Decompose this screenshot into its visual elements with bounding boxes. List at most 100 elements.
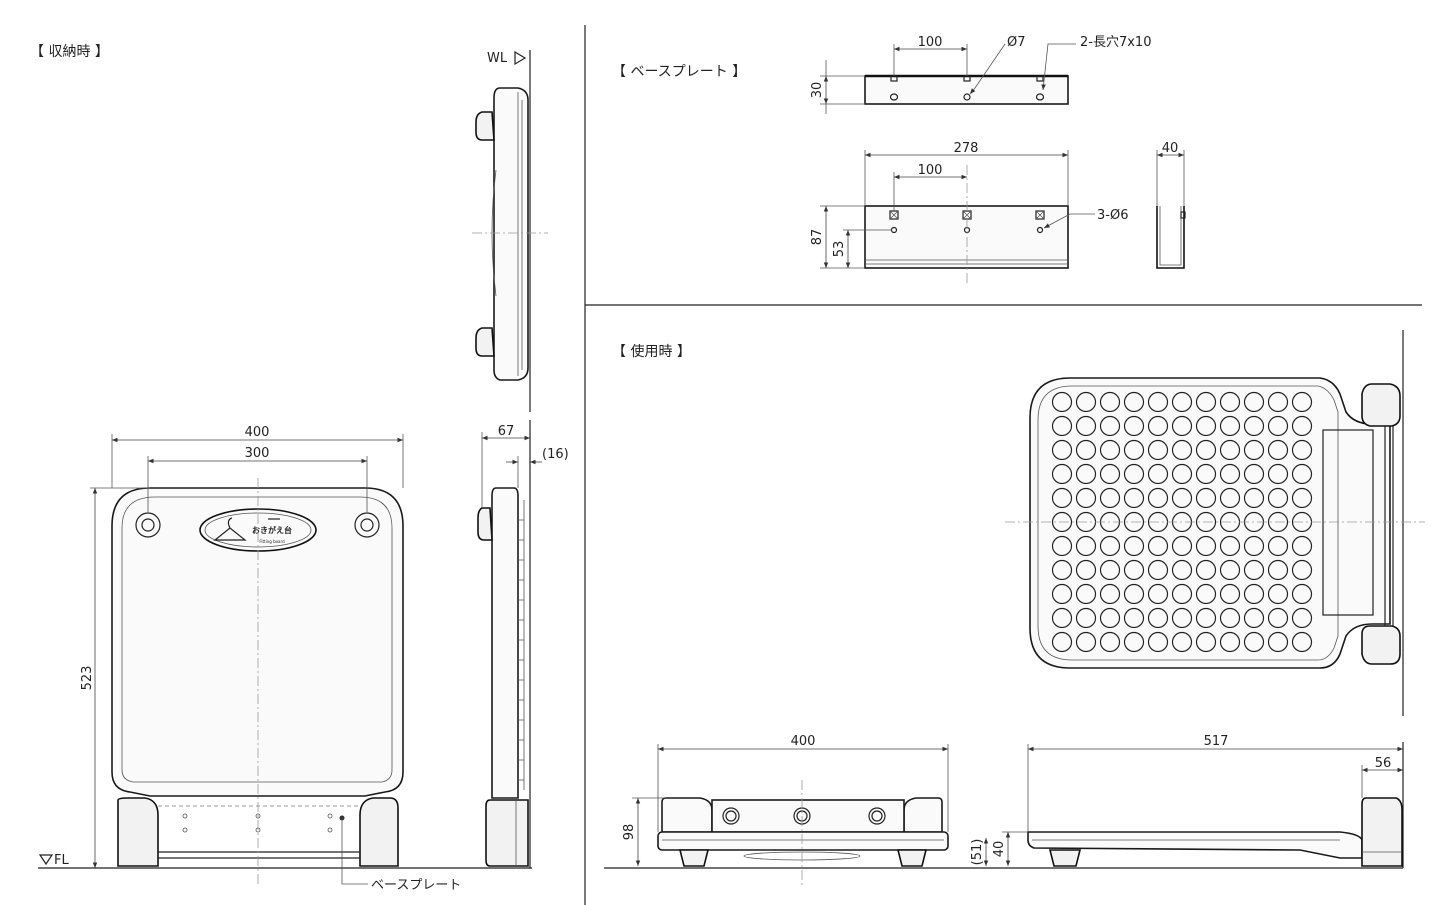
perforation-hole — [1243, 463, 1265, 485]
perforation-hole — [1195, 415, 1217, 437]
dim-storage-depth: 67 — [498, 424, 515, 439]
perforation-hole — [1123, 583, 1145, 605]
perforation-hole — [1075, 463, 1097, 485]
perforation-hole — [1171, 487, 1193, 509]
dim-use-bracket: 56 — [1375, 756, 1392, 771]
perforation-hole — [1219, 535, 1241, 557]
dim-use-width: 400 — [791, 734, 816, 749]
perforation-hole — [1219, 583, 1241, 605]
perforation-hole — [1243, 391, 1265, 413]
wall-marker-icon — [514, 50, 527, 66]
perforation-hole — [1243, 559, 1265, 581]
perforation-hole — [1075, 391, 1097, 413]
perforation-hole — [1219, 631, 1241, 653]
perforation-hole — [1147, 391, 1169, 413]
perforation-hole — [1219, 391, 1241, 413]
perforation-hole — [1267, 439, 1289, 461]
perforation-hole — [1171, 391, 1193, 413]
perforation-hole — [1267, 511, 1289, 533]
section-title-in-use: 【 使用時 】 — [612, 343, 691, 360]
perforation-hole — [1243, 535, 1265, 557]
perforation-hole — [1075, 535, 1097, 557]
perforation-hole — [1195, 607, 1217, 629]
perforation-hole — [1243, 439, 1265, 461]
perforation-hole — [1123, 631, 1145, 653]
perforation-hole — [1171, 583, 1193, 605]
perforation-hole — [1099, 631, 1121, 653]
perforation-hole — [1219, 487, 1241, 509]
perforation-hole — [1051, 607, 1073, 629]
perforation-hole — [1147, 607, 1169, 629]
perforation-hole — [1171, 463, 1193, 485]
perforation-hole — [1123, 439, 1145, 461]
perforation-hole — [1099, 607, 1121, 629]
perforation-hole — [1291, 487, 1313, 509]
section-title-storage: 【 収納時 】 — [30, 44, 109, 60]
dim-storage-depth-offset: (16) — [542, 447, 569, 462]
dim-bp-slot: 2-長穴7x10 — [1080, 35, 1151, 50]
perforation-hole — [1267, 415, 1289, 437]
perforation-hole — [1147, 535, 1169, 557]
perforation-hole — [1099, 535, 1121, 557]
dim-use-surface-height: 40 — [992, 841, 1007, 858]
perforation-hole — [1291, 415, 1313, 437]
perforation-hole — [1267, 463, 1289, 485]
perforation-hole — [1219, 415, 1241, 437]
perforation-hole — [1243, 631, 1265, 653]
dim-use-height: 98 — [622, 824, 637, 841]
in-use-front-view: 400 98 — [604, 734, 1403, 885]
perforation-hole — [1195, 631, 1217, 653]
perforation-hole — [1147, 487, 1169, 509]
dim-storage-height: 523 — [80, 666, 95, 691]
hanger-icon — [213, 517, 247, 541]
perforation-hole — [1075, 487, 1097, 509]
dim-bp-front-holes: 3-Ø6 — [1097, 208, 1128, 223]
perforation-hole — [1267, 559, 1289, 581]
perforation-hole — [1195, 487, 1217, 509]
perforation-hole — [1243, 607, 1265, 629]
base-plate-leader-label: ベースプレート — [371, 878, 461, 893]
perforation-hole — [1291, 583, 1313, 605]
perforation-hole — [1123, 535, 1145, 557]
storage-front-view: おきがえ台 Fitting board 400 300 523 — [38, 425, 532, 893]
perforation-hole — [1123, 511, 1145, 533]
dim-use-surface-offset: (51) — [970, 839, 985, 866]
perforation-hole — [1171, 415, 1193, 437]
perforation-hole — [1123, 559, 1145, 581]
dim-bp-hole-height: 53 — [832, 241, 847, 258]
perforation-hole — [1051, 583, 1073, 605]
perforation-hole — [1099, 463, 1121, 485]
perforation-hole — [1267, 607, 1289, 629]
perforation-hole — [1267, 583, 1289, 605]
perforation-hole — [1075, 559, 1097, 581]
perforation-hole — [1291, 391, 1313, 413]
storage-side-view-bottom: 67 (16) — [477, 420, 569, 868]
perforation-hole — [1147, 463, 1169, 485]
perforation-hole — [1267, 535, 1289, 557]
perforation-hole — [1195, 463, 1217, 485]
perforation-hole — [1147, 559, 1169, 581]
logo-sub-text: Fitting board — [259, 539, 285, 544]
perforation-hole — [1267, 631, 1289, 653]
perforation-hole — [1051, 391, 1073, 413]
perforation-hole — [1291, 463, 1313, 485]
perforation-hole — [1051, 631, 1073, 653]
perforation-hole — [1291, 559, 1313, 581]
perforation-hole — [1195, 439, 1217, 461]
perforation-hole — [1051, 415, 1073, 437]
section-title-base-plate: 【 ベースプレート 】 — [612, 64, 746, 80]
base-plate-top-view: 100 Ø7 2-長穴7x10 30 — [810, 35, 1151, 114]
dim-storage-width-outer: 400 — [245, 425, 270, 440]
perforation-hole — [1291, 631, 1313, 653]
perforation-hole — [1051, 559, 1073, 581]
dim-bp-top-pitch: 100 — [918, 35, 943, 50]
dim-bp-depth: 40 — [1162, 141, 1179, 156]
perforation-hole — [1075, 607, 1097, 629]
dim-bp-top-height: 30 — [810, 82, 825, 99]
dim-bp-front-pitch: 100 — [918, 163, 943, 178]
perforation-hole — [1291, 439, 1313, 461]
wall-line-label: WL — [487, 51, 508, 66]
perforation-hole — [1099, 439, 1121, 461]
perforation-hole — [1195, 535, 1217, 557]
